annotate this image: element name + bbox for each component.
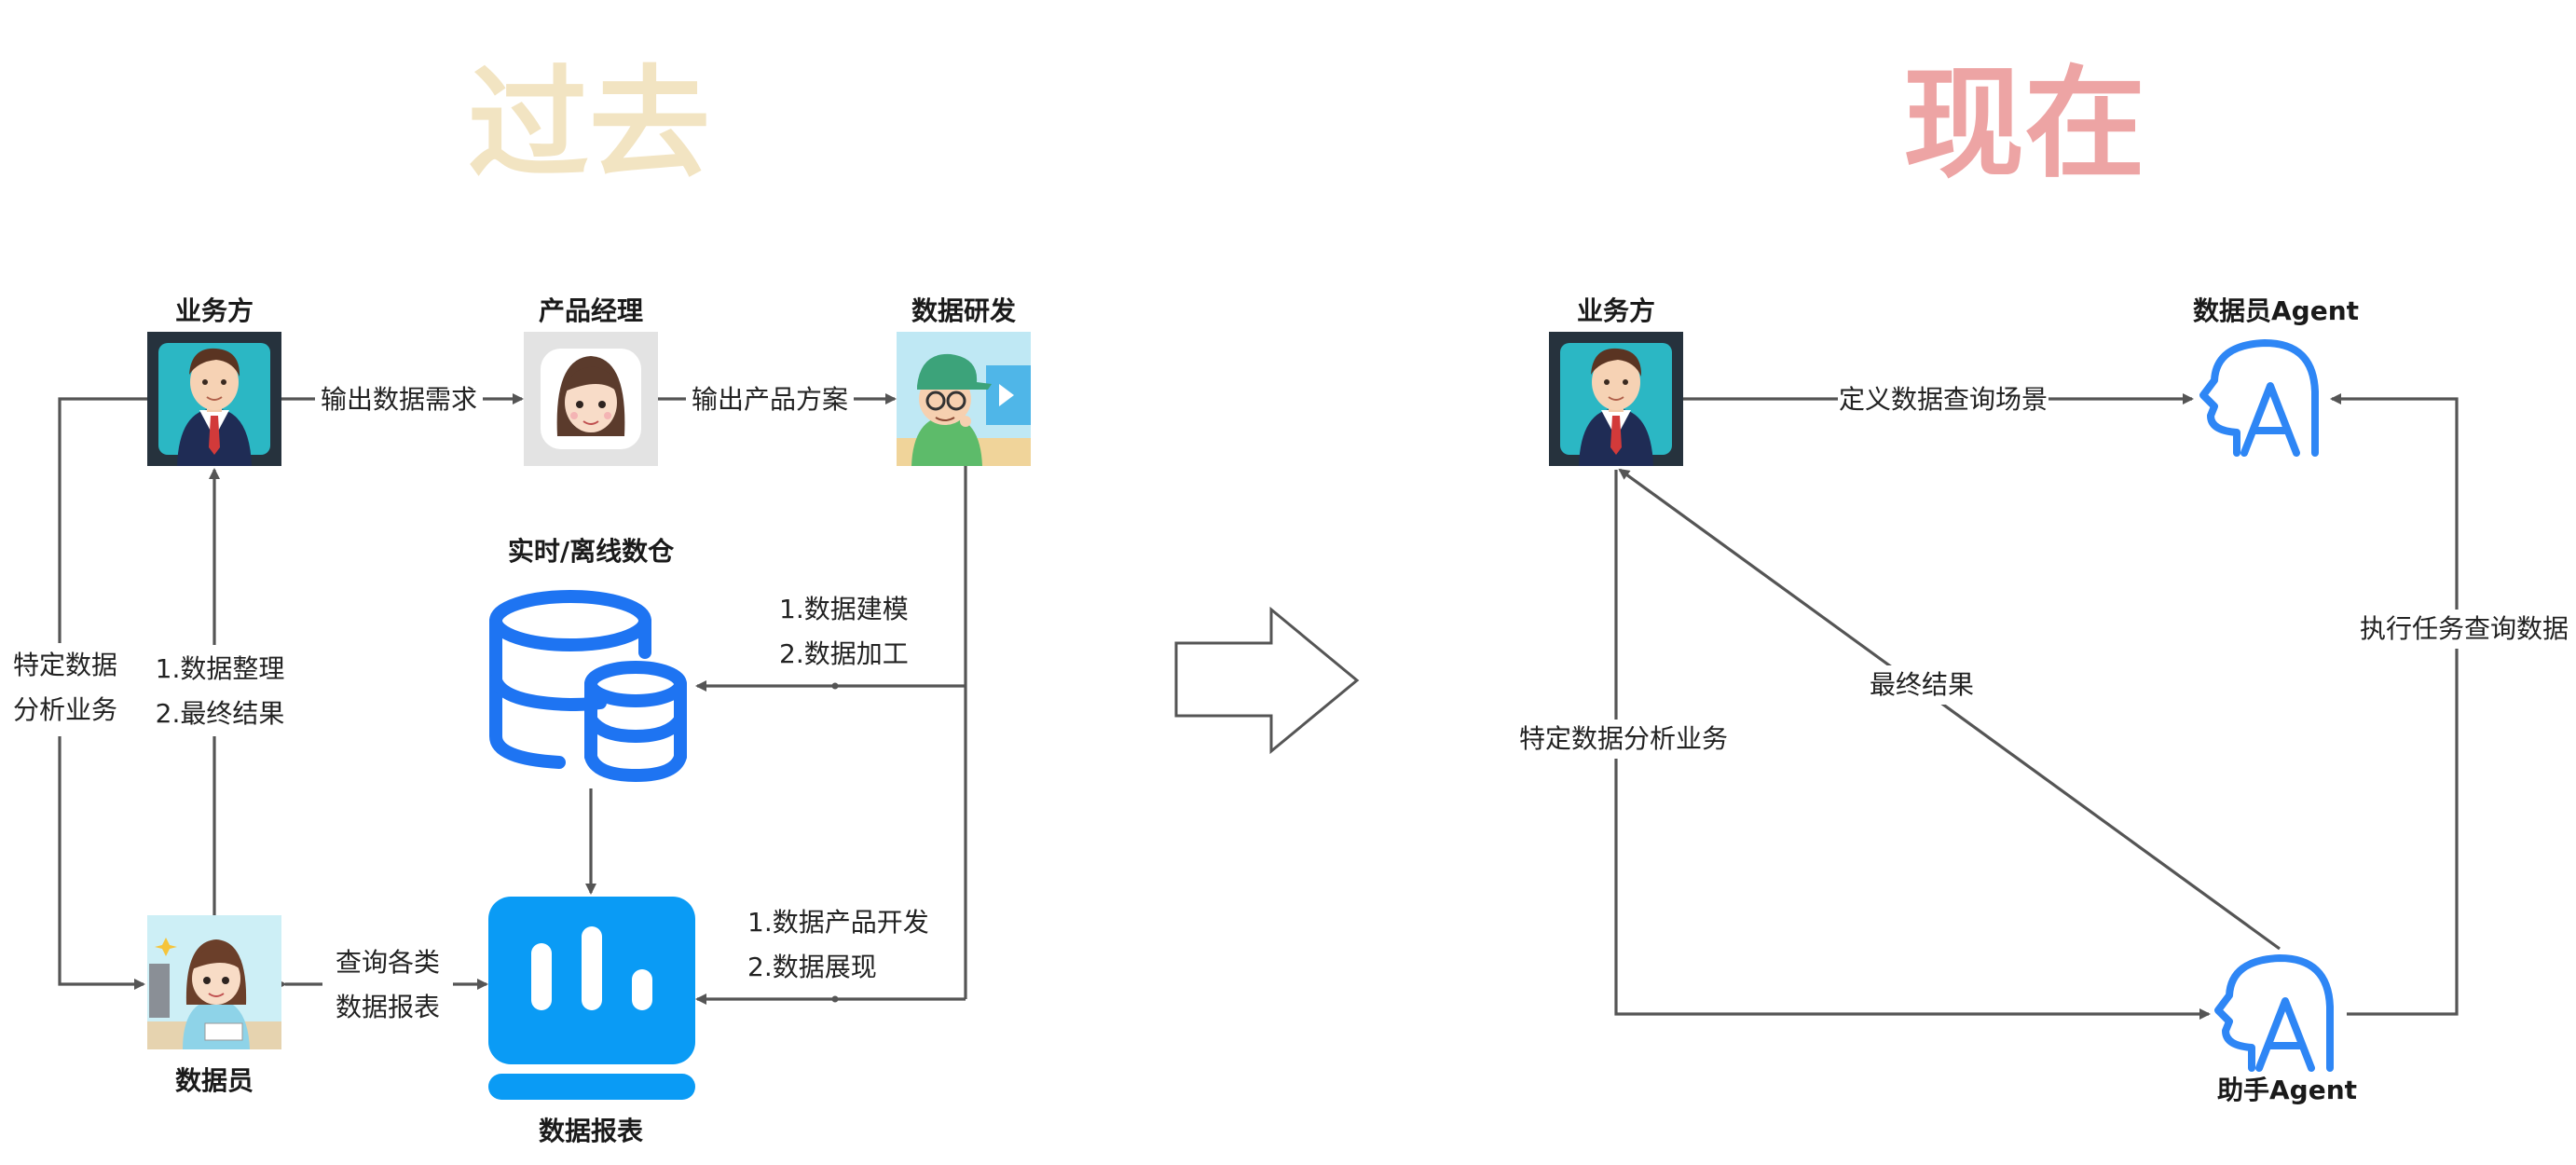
label-analyst-to-business-2: 2.最终结果 (156, 698, 285, 729)
label-dev-to-report-1: 1.数据产品开发 (747, 907, 929, 938)
node-label: 业务方 (175, 295, 253, 326)
label-helper-to-data-agent: 执行任务查询数据 (2360, 613, 2569, 644)
label-analyst-report-2: 数据报表 (336, 992, 440, 1022)
label-business-to-analyst-1: 特定数据 (13, 650, 117, 680)
report-monitor-icon (488, 897, 695, 1100)
edge-business-to-helper (1614, 470, 2211, 1020)
now-edges (1614, 393, 2459, 1020)
businessman-avatar-icon (147, 332, 281, 466)
woman-face-avatar-icon (524, 332, 658, 466)
label-business-to-pm: 输出数据需求 (321, 384, 477, 415)
node-label: 数据研发 (911, 295, 1016, 326)
node-label: 数据报表 (539, 1116, 643, 1146)
node-label: 数据员Agent (2193, 295, 2359, 326)
node-past-pm: 产品经理 (524, 295, 658, 466)
label-pm-to-dev: 输出产品方案 (692, 384, 848, 415)
ai-head-icon (2199, 339, 2319, 457)
node-label: 产品经理 (539, 295, 643, 326)
past-title: 过去 (468, 53, 710, 195)
label-business-to-helper: 特定数据分析业务 (1519, 723, 1728, 754)
analyst-avatar-icon (147, 915, 281, 1049)
edge-helper-to-data-agent (2330, 393, 2459, 1016)
node-label: 业务方 (1577, 295, 1655, 326)
label-business-to-data-agent: 定义数据查询场景 (1839, 384, 2048, 415)
node-past-business: 业务方 (147, 295, 281, 466)
label-helper-to-business: 最终结果 (1870, 669, 1974, 700)
node-label: 实时/离线数仓 (508, 536, 675, 567)
label-dev-to-warehouse-2: 2.数据加工 (779, 638, 909, 669)
node-label: 数据员 (175, 1065, 253, 1096)
now-title: 现在 (1903, 53, 2145, 195)
node-now-data-agent: 数据员Agent (2193, 295, 2359, 457)
businessman-avatar-icon (1549, 332, 1683, 466)
database-icon (489, 590, 687, 783)
developer-avatar-icon (897, 332, 1031, 466)
ai-head-icon (2214, 954, 2334, 1072)
node-label: 助手Agent (2217, 1075, 2357, 1105)
node-now-helper-agent: 助手Agent (2214, 954, 2357, 1105)
node-past-warehouse: 实时/离线数仓 (489, 536, 687, 783)
label-analyst-report-1: 查询各类 (336, 947, 440, 978)
edge-helper-to-business (1618, 468, 2281, 951)
label-dev-to-warehouse-1: 1.数据建模 (779, 594, 909, 624)
label-analyst-to-business-1: 1.数据整理 (156, 653, 285, 684)
label-dev-to-report-2: 2.数据展现 (747, 952, 877, 982)
node-now-business: 业务方 (1549, 295, 1683, 466)
node-past-report: 数据报表 (488, 897, 695, 1146)
right-arrow-outline-icon (1174, 606, 1360, 755)
label-business-to-analyst-2: 分析业务 (13, 694, 117, 725)
node-past-analyst: 数据员 (147, 915, 281, 1096)
node-past-dev: 数据研发 (897, 295, 1031, 466)
